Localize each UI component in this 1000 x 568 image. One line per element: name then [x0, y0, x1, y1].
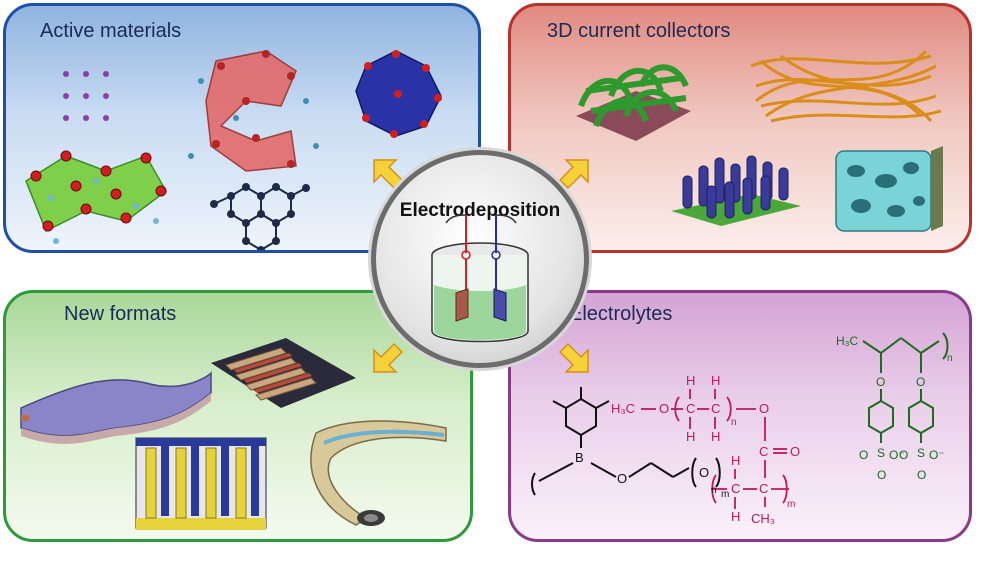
porous-foam-icon — [835, 146, 943, 232]
interdigitated-microbattery-icon — [211, 338, 356, 408]
arrow-to-current-collectors-icon — [558, 159, 589, 190]
peo-h4-label: H — [711, 429, 720, 444]
active-materials-illustrations — [25, 50, 442, 250]
meth-c1-label: C — [731, 481, 740, 496]
new-formats-panel: New formats — [3, 290, 473, 542]
meth-m-label: m — [787, 499, 795, 510]
sulf-o6-label: O — [917, 468, 926, 482]
peo-c2-label: C — [711, 401, 720, 416]
peo-h1-label: H — [686, 373, 695, 388]
layered-oxide-structure-icon — [25, 150, 167, 244]
borate-o1-label: O — [617, 471, 627, 486]
electrolytes-title: Electrolytes — [569, 303, 673, 325]
peo-h3c-label: H₃C — [611, 401, 635, 416]
borate-structure: B O O n m — [531, 387, 729, 500]
new-formats-illustrations — [20, 338, 447, 530]
electrolytes-chemistry: H₃C O C C H H H H n O C O C C — [531, 332, 953, 526]
olivine-structure-icon — [355, 50, 442, 138]
nanowire-mesh-icon — [750, 49, 942, 123]
spinel-structure-icon — [188, 50, 319, 172]
sulf-o5-label: O — [877, 468, 886, 482]
peo-h3-label: H — [686, 429, 695, 444]
meth-o-label: O — [790, 444, 800, 459]
peo-h2-label: H — [711, 373, 720, 388]
peo-chain-structure: H₃C O C C H H H H n O — [611, 373, 769, 444]
borate-m-label: m — [721, 489, 729, 500]
sulf-o4-label: O — [899, 448, 908, 462]
meth-h1-label: H — [731, 453, 740, 468]
current-collectors-illustrations — [576, 49, 943, 232]
meth-h2-label: H — [731, 509, 740, 524]
sulf-ominus2-label: O⁻ — [929, 448, 945, 462]
3d-printed-lattice-icon — [576, 64, 691, 141]
sulfonate-polymer-structure: H₃C n O O S S O O⁻ O O⁻ O O — [836, 332, 953, 482]
borate-n-label: n — [711, 485, 717, 496]
new-formats-title: New formats — [64, 303, 177, 325]
meth-c-carbonyl-label: C — [759, 444, 768, 459]
sulf-o3-label: O — [859, 448, 868, 462]
borate-b-label: B — [575, 450, 584, 465]
peo-c1-label: C — [686, 401, 695, 416]
sulf-s1-label: S — [877, 446, 885, 460]
atom-lattice-icon — [63, 71, 109, 121]
flexible-battery-icon — [20, 371, 212, 444]
methacrylate-structure: C O C C m H H CH₃ — [711, 417, 800, 526]
arrow-to-electrolytes-icon — [558, 342, 589, 373]
borate-o2-label: O — [699, 465, 709, 480]
arrow-to-new-formats-icon — [373, 342, 404, 373]
sulf-o1-label: O — [876, 375, 885, 389]
cable-battery-icon — [310, 420, 447, 526]
sulf-ominus1-label: O⁻ — [889, 448, 905, 462]
graphene-structure-icon — [210, 183, 310, 250]
electrodeposition-center-circle: Electrodeposition — [371, 150, 589, 368]
electrolytes-panel: Electrolytes H₃C O C C H H H H n O C O — [508, 290, 972, 542]
sulf-h3c-label: H₃C — [836, 334, 859, 348]
active-materials-title: Active materials — [40, 20, 182, 42]
peo-n-label: n — [731, 417, 737, 428]
electrochemical-cell-icon — [431, 214, 529, 343]
peo-o-label: O — [659, 401, 669, 416]
arrow-to-active-materials-icon — [373, 159, 404, 190]
peo-o2-label: O — [759, 401, 769, 416]
sulf-o2-label: O — [916, 375, 925, 389]
electrodeposition-title: Electrodeposition — [399, 200, 561, 221]
meth-ch3-label: CH₃ — [751, 511, 775, 526]
sulf-n-label: n — [947, 353, 953, 364]
current-collectors-panel: 3D current collectors — [508, 3, 972, 253]
nanopillar-array-icon — [671, 155, 801, 226]
meth-c2-label: C — [759, 481, 768, 496]
3d-pillar-battery-icon — [135, 437, 267, 530]
active-materials-panel: Active materials — [3, 3, 481, 253]
current-collectors-title: 3D current collectors — [547, 20, 731, 42]
sulf-s2-label: S — [917, 446, 925, 460]
